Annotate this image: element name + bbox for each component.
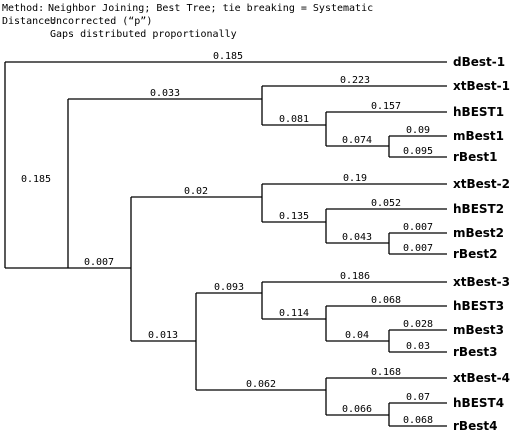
branch-label: 0.185 [21,174,51,185]
leaf-label-mbest1: mBest1 [453,129,504,143]
leaf-label-xtbest-2: xtBest-2 [453,177,510,191]
branch-label: 0.185 [213,51,243,62]
branch-label: 0.19 [343,173,367,184]
branch-label: 0.028 [403,319,433,330]
method-value: Neighbor Joining; Best Tree; tie breakin… [48,3,373,14]
branch-label: 0.068 [371,295,401,306]
header: Method: Neighbor Joining; Best Tree; tie… [2,3,373,40]
leaf-label-xtbest-1: xtBest-1 [453,79,510,93]
gaps-value: Gaps distributed proportionally [50,29,237,40]
leaf-label-mbest3: mBest3 [453,323,504,337]
branch-label: 0.052 [371,198,401,209]
branch-label: 0.074 [342,135,372,146]
branch-label: 0.013 [148,330,178,341]
tree-edges [4,61,447,427]
leaf-label-rbest4: rBest4 [453,419,497,431]
branch-label: 0.081 [279,114,309,125]
leaf-labels: dBest-1 xtBest-1 hBEST1 mBest1 rBest1 xt… [453,55,510,431]
branch-label: 0.066 [342,404,372,415]
branch-label: 0.135 [279,211,309,222]
leaf-label-hbest1: hBEST1 [453,105,504,119]
leaf-label-hbest3: hBEST3 [453,299,504,313]
branch-label: 0.09 [406,125,430,136]
branch-label: 0.02 [184,186,208,197]
branch-label: 0.068 [403,415,433,426]
branch-label: 0.007 [403,243,433,254]
branch-label: 0.007 [84,257,114,268]
branch-label: 0.093 [214,282,244,293]
leaf-label-hbest4: hBEST4 [453,396,504,410]
branch-label: 0.114 [279,308,309,319]
branch-label: 0.062 [246,379,276,390]
distance-value: Uncorrected (“p”) [50,16,152,27]
branch-label: 0.07 [406,392,430,403]
branch-label: 0.033 [150,88,180,99]
leaf-label-xtbest-4: xtBest-4 [453,371,510,385]
method-label: Method: [2,3,44,14]
leaf-label-dbest-1: dBest-1 [453,55,505,69]
branch-label: 0.007 [403,222,433,233]
branch-label: 0.168 [371,367,401,378]
leaf-label-mbest2: mBest2 [453,226,504,240]
branch-label: 0.043 [342,232,372,243]
leaf-label-xtbest-3: xtBest-3 [453,275,510,289]
branch-label: 0.03 [406,341,430,352]
branch-label: 0.157 [371,101,401,112]
branch-label: 0.186 [340,271,370,282]
leaf-label-rbest2: rBest2 [453,247,497,261]
leaf-label-rbest1: rBest1 [453,150,497,164]
branch-labels: 0.185 0.185 0.033 0.223 0.081 0.157 0.07… [21,51,433,426]
branch-label: 0.223 [340,75,370,86]
distance-label: Distance: [2,16,56,27]
leaf-label-hbest2: hBEST2 [453,202,504,216]
leaf-label-rbest3: rBest3 [453,345,497,359]
branch-label: 0.04 [345,330,369,341]
branch-label: 0.095 [403,146,433,157]
